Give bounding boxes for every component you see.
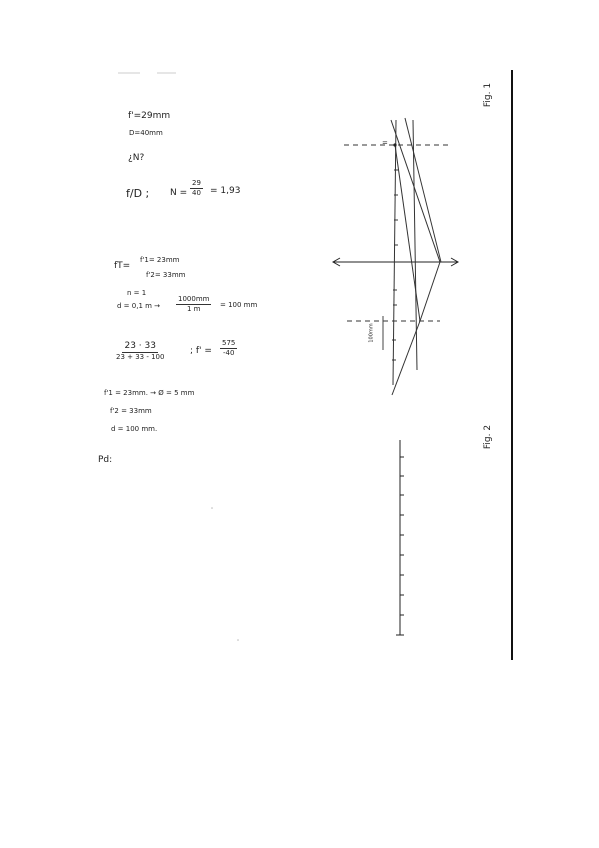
lens-line-2 [412, 119, 418, 371]
fraction-575-40: 575 -40 [220, 339, 238, 357]
fraction-denominator: 23 + 33 - 100 [116, 353, 165, 361]
pd-label: Pd: [98, 455, 113, 465]
d-value: d = 0,1 m → [117, 302, 161, 310]
f2-value: f'2= 33mm [146, 271, 186, 279]
result-d: = 100 mm [220, 301, 258, 309]
ray-1-upper [390, 119, 441, 263]
fraction-1000mm: 1000mm 1 m [176, 295, 212, 313]
result-n: = 1,93 [210, 186, 241, 196]
ray-3 [394, 144, 421, 322]
ruler-ticks [400, 456, 404, 616]
fraction-numerator: 29 [190, 179, 203, 189]
ray-1-lower [419, 261, 441, 322]
fraction-focal-formula: 23 · 33 23 + 33 - 100 [116, 342, 164, 361]
f-prime-equals: ; f' = [190, 346, 212, 356]
axis-arrow-left [331, 257, 341, 267]
fraction-29-40: 29 40 [190, 180, 203, 197]
given-focal-length: f'=29mm [128, 111, 171, 121]
figure-label-2: Fig. 2 [483, 424, 494, 450]
figure-label-1: Fig. 1 [483, 82, 494, 108]
ruler-fig2 [396, 440, 404, 636]
faint-dot [237, 639, 239, 641]
axis-arrow-right [450, 257, 460, 267]
given-diameter: D=40mm [129, 129, 163, 137]
faint-dot [211, 507, 213, 509]
fraction-numerator: 23 · 33 [122, 341, 158, 353]
f2-line: f'2 = 33mm [110, 407, 152, 415]
fraction-numerator: 575 [220, 339, 238, 349]
d-line: d = 100 mm. [111, 425, 158, 433]
formula-prefix: f/D ; [126, 187, 150, 200]
lens-ticks [392, 169, 398, 361]
ft-label: fT= [114, 261, 131, 271]
question-n: ¿N? [128, 153, 145, 163]
ray-2-upper [404, 117, 442, 263]
n-equals: N = [170, 188, 188, 198]
fraction-denominator: -40 [222, 349, 235, 357]
ray-2-lower [391, 320, 421, 396]
f1-line: f'1 = 23mm. → Ø = 5 mm [104, 389, 195, 397]
fraction-denominator: 40 [192, 189, 201, 197]
dimension-label: 100mm [368, 323, 375, 343]
lens-line-1 [392, 119, 397, 386]
n-value: n = 1 [127, 289, 147, 297]
axis-tag: = [382, 139, 388, 147]
focal-point-marker [393, 143, 397, 147]
ray-diagram-fig1 [331, 117, 460, 396]
fraction-numerator: 1000mm [176, 295, 212, 305]
fraction-denominator: 1 m [186, 305, 201, 313]
f1-value: f'1= 23mm [140, 256, 180, 264]
